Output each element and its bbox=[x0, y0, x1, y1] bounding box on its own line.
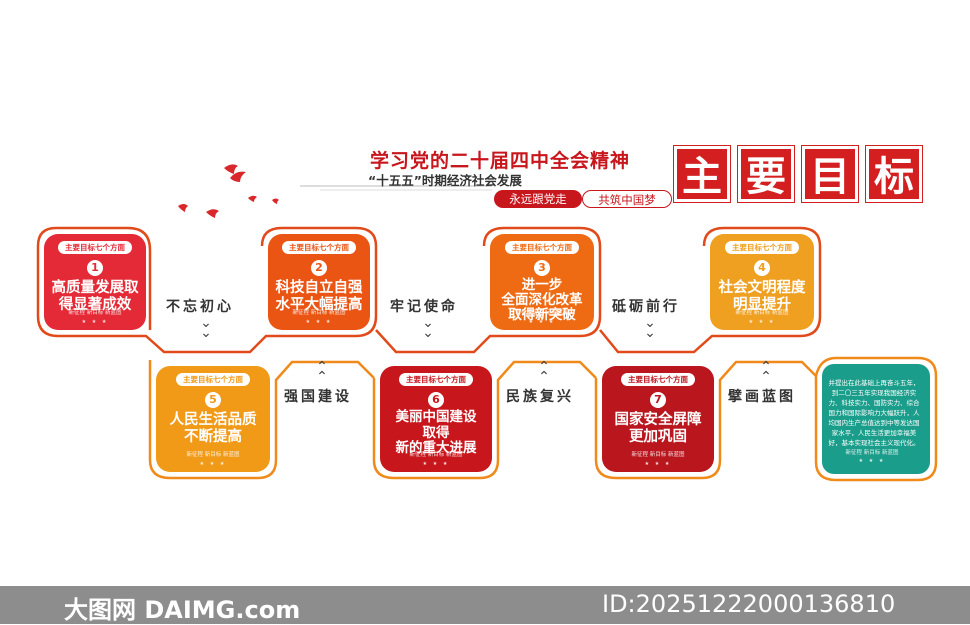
chevron-up-icon: ⌃⌃ bbox=[316, 359, 328, 385]
card-number: 4 bbox=[754, 260, 770, 276]
zigzag-frame-top bbox=[36, 226, 822, 354]
card-signature: 新征程 新目标 新蓝图 bbox=[68, 310, 122, 316]
card-signature: 新征程 新目标 新蓝图 bbox=[409, 452, 463, 458]
summary-signature: 新征程 新目标 新蓝图 bbox=[845, 450, 899, 456]
card-number: 2 bbox=[311, 260, 327, 276]
card-title: 国家安全屏障 更加巩固 bbox=[614, 412, 702, 445]
card-signature: 新征程 新目标 新蓝图 bbox=[631, 452, 685, 458]
card-number: 5 bbox=[205, 392, 221, 408]
connector-phrase-2: 牢记使命 bbox=[386, 296, 462, 316]
chevron-down-icon: ⌄⌄ bbox=[422, 315, 434, 341]
card-title: 进一步 全面深化改革 取得新突破 bbox=[501, 277, 583, 323]
headline-char-1: 主 bbox=[674, 146, 730, 202]
slogan-pill-right: 共筑中国梦 bbox=[582, 190, 672, 208]
goal-card-5: 主要目标七个方面 5 人民生活品质 不断提高 新征程 新目标 新蓝图 ★ ★ ★ bbox=[156, 366, 270, 472]
watermark-bar bbox=[0, 586, 970, 624]
card-title: 科技自立自强 水平大幅提高 bbox=[275, 280, 363, 313]
connector-phrase-1: 不忘初心 bbox=[162, 296, 238, 316]
dove-icon bbox=[224, 164, 238, 174]
summary-card bbox=[822, 364, 930, 474]
summary-text: 并提出在此基础上再奋斗五年，到二〇三五年实现我国经济实力、科技实力、国防实力、综… bbox=[828, 379, 920, 447]
goal-card-4: 主要目标七个方面 4 社会文明程度 明显提升 新征程 新目标 新蓝图 ★ ★ ★ bbox=[710, 234, 814, 330]
page-subtitle: “十五五”时期经济社会发展 bbox=[368, 173, 522, 188]
card-signature: 新征程 新目标 新蓝图 bbox=[186, 452, 240, 458]
card-tag: 主要目标七个方面 bbox=[58, 241, 132, 254]
dove-icon-group bbox=[178, 164, 279, 218]
connector-phrase-6: 擘画蓝图 bbox=[724, 386, 800, 406]
card-number: 6 bbox=[428, 392, 444, 408]
decorative-frame bbox=[36, 164, 938, 482]
card-tag: 主要目标七个方面 bbox=[176, 373, 250, 386]
connector-phrase-4: 强国建设 bbox=[280, 386, 356, 406]
goal-card-7: 主要目标七个方面 7 国家安全屏障 更加巩固 新征程 新目标 新蓝图 ★ ★ ★ bbox=[602, 366, 714, 472]
card-number: 7 bbox=[650, 392, 666, 408]
slogan-pill-left: 永远跟党走 bbox=[494, 190, 582, 208]
card-number: 3 bbox=[534, 260, 550, 276]
summary-stars: ★ ★ ★ bbox=[858, 458, 886, 464]
headline-char-3: 目 bbox=[802, 146, 858, 202]
chevron-down-icon: ⌄⌄ bbox=[200, 315, 212, 341]
chevron-up-icon: ⌃⌃ bbox=[760, 359, 772, 385]
card-stars: ★ ★ ★ bbox=[422, 461, 450, 467]
dove-icon bbox=[272, 198, 279, 204]
card-title: 人民生活品质 不断提高 bbox=[169, 412, 257, 445]
dove-icon bbox=[230, 171, 246, 182]
card-title: 高质量发展取 得显著成效 bbox=[51, 280, 139, 313]
connector-phrase-3: 砥砺前行 bbox=[608, 296, 684, 316]
goal-card-2: 主要目标七个方面 2 科技自立自强 水平大幅提高 新征程 新目标 新蓝图 ★ ★… bbox=[268, 234, 370, 330]
watermark-id: ID:20251222000136810 bbox=[602, 590, 896, 618]
connector-phrase-5: 民族复兴 bbox=[502, 386, 578, 406]
dove-icon bbox=[178, 204, 188, 212]
card-tag: 主要目标七个方面 bbox=[399, 373, 473, 386]
card-title: 社会文明程度 明显提升 bbox=[718, 280, 806, 313]
card-tag: 主要目标七个方面 bbox=[505, 241, 579, 254]
card-number: 1 bbox=[87, 260, 103, 276]
card-signature: 新征程 新目标 新蓝图 bbox=[735, 310, 789, 316]
card-stars: ★ ★ ★ bbox=[305, 319, 333, 325]
goal-card-6: 主要目标七个方面 6 美丽中国建设 取得 新的重大进展 新征程 新目标 新蓝图 … bbox=[380, 366, 492, 472]
card-signature: 新征程 新目标 新蓝图 bbox=[292, 310, 346, 316]
card-stars: ★ ★ ★ bbox=[199, 461, 227, 467]
chevron-down-icon: ⌄⌄ bbox=[644, 315, 656, 341]
card-signature: 新征程 新目标 新蓝图 bbox=[515, 310, 569, 316]
card-tag: 主要目标七个方面 bbox=[621, 373, 695, 386]
card-stars: ★ ★ ★ bbox=[81, 319, 109, 325]
headline-char-2: 要 bbox=[738, 146, 794, 202]
card-stars: ★ ★ ★ bbox=[748, 319, 776, 325]
headline-char-4: 标 bbox=[866, 146, 922, 202]
card-tag: 主要目标七个方面 bbox=[282, 241, 356, 254]
card-stars: ★ ★ ★ bbox=[528, 319, 556, 325]
card-stars: ★ ★ ★ bbox=[644, 461, 672, 467]
chevron-up-icon: ⌃⌃ bbox=[538, 359, 550, 385]
dove-icon bbox=[248, 195, 257, 202]
goal-card-1: 主要目标七个方面 1 高质量发展取 得显著成效 新征程 新目标 新蓝图 ★ ★ … bbox=[44, 234, 146, 330]
goal-card-3: 主要目标七个方面 3 进一步 全面深化改革 取得新突破 新征程 新目标 新蓝图 … bbox=[490, 234, 594, 330]
card-title: 美丽中国建设 取得 新的重大进展 bbox=[395, 409, 477, 456]
watermark-brand: 大图网 DAIMG.com bbox=[64, 596, 301, 624]
page-title: 学习党的二十届四中全会精神 bbox=[370, 150, 631, 172]
zigzag-frame-bottom bbox=[148, 356, 938, 482]
dove-icon bbox=[206, 209, 219, 218]
card-tag: 主要目标七个方面 bbox=[725, 241, 799, 254]
